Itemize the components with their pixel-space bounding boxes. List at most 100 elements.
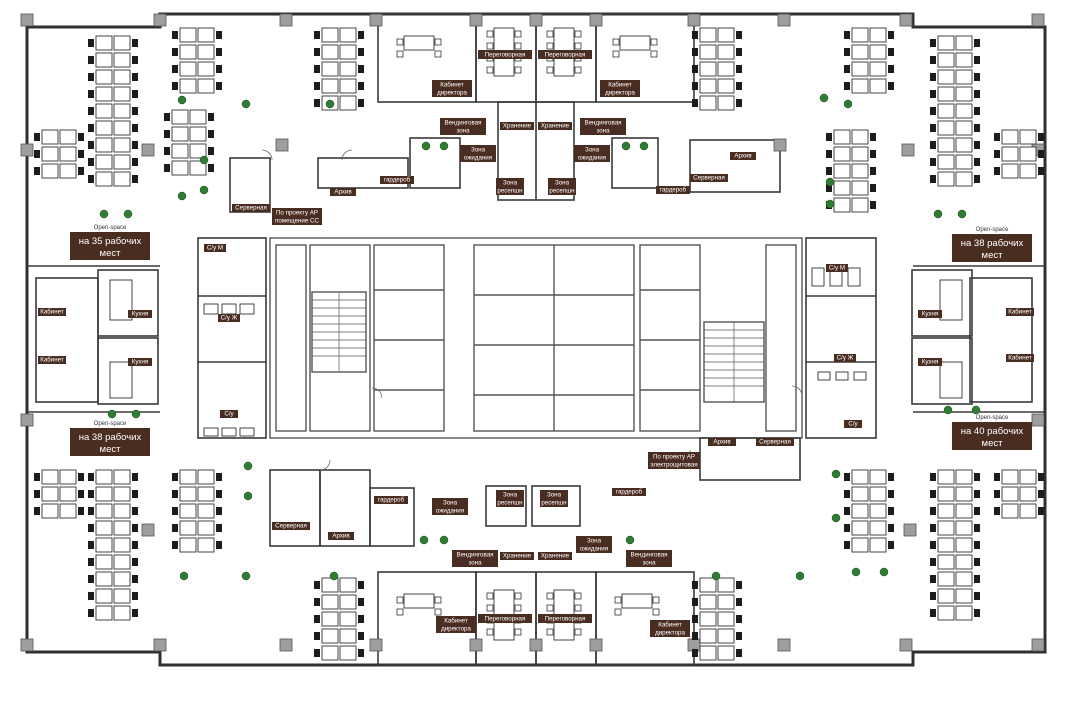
chair <box>78 167 84 175</box>
desk <box>113 571 131 587</box>
openspace-capacity-text: на 38 рабочих <box>961 238 1024 249</box>
desk <box>95 605 113 621</box>
structural-column <box>469 638 483 652</box>
desk <box>113 120 131 136</box>
room-label-text: Кабинет <box>1008 355 1032 362</box>
chair <box>396 608 404 616</box>
desk <box>179 27 197 43</box>
meeting-table <box>619 35 651 51</box>
desk <box>95 571 113 587</box>
plant-icon <box>795 571 805 581</box>
desk <box>869 486 887 502</box>
room-label-wardrobe-top-left: гардероб <box>380 176 414 184</box>
desk <box>59 503 77 519</box>
chair <box>88 56 94 64</box>
plant-icon <box>179 571 189 581</box>
chair <box>888 524 894 532</box>
plant-icon <box>971 405 981 415</box>
desk <box>937 503 955 519</box>
chair <box>994 150 1000 158</box>
structural-column <box>777 638 791 652</box>
chair <box>546 592 554 600</box>
plant-icon <box>241 99 251 109</box>
desk <box>699 44 717 60</box>
upper-rooms <box>229 13 781 213</box>
room-label-text: Серверная <box>235 205 267 212</box>
chair <box>974 39 980 47</box>
chair <box>486 604 494 612</box>
chair <box>216 524 222 532</box>
chair <box>172 524 178 532</box>
room-label-text: Вендинговая <box>444 120 481 127</box>
room-label-text: Хранение <box>503 123 532 130</box>
chair <box>974 73 980 81</box>
chair <box>78 507 84 515</box>
chair <box>974 141 980 149</box>
chair <box>930 39 936 47</box>
chair <box>692 598 698 606</box>
chair <box>994 133 1000 141</box>
chair <box>132 73 138 81</box>
chair <box>358 581 364 589</box>
openspace-title: Open-space <box>94 421 127 427</box>
room-label-storage-top-2: Хранение <box>538 122 572 130</box>
desk <box>321 61 339 77</box>
desk <box>171 160 189 176</box>
room-label-text: По проекту АР <box>653 454 695 461</box>
structural-column <box>1031 13 1045 27</box>
chair <box>844 490 850 498</box>
desk <box>1001 129 1019 145</box>
chair <box>994 507 1000 515</box>
desk <box>95 86 113 102</box>
desk <box>717 44 735 60</box>
room-label-su-zh-right: С/у Ж <box>834 354 856 362</box>
chair <box>358 632 364 640</box>
room-label-kitchen-right-1: Кухня <box>918 310 942 318</box>
side-rooms <box>35 269 1033 405</box>
structural-column <box>469 13 483 27</box>
desk <box>113 171 131 187</box>
chair <box>826 167 832 175</box>
chair <box>574 66 582 74</box>
desk <box>41 163 59 179</box>
desk <box>1019 486 1037 502</box>
chair <box>358 48 364 56</box>
plant-icon <box>325 99 335 109</box>
chair <box>314 31 320 39</box>
room-label-meeting-top-1: Переговорная <box>478 50 532 59</box>
room-label-text: ожидания <box>464 155 492 162</box>
plant-icon <box>99 209 109 219</box>
room-label-su-m-right: С/у М <box>826 264 848 272</box>
desk <box>339 577 357 593</box>
chair <box>88 90 94 98</box>
desk <box>955 120 973 136</box>
plant-icon <box>831 513 841 523</box>
desk <box>869 537 887 553</box>
chair <box>434 50 442 58</box>
chair <box>736 632 742 640</box>
chair <box>870 184 876 192</box>
chair <box>88 575 94 583</box>
desk <box>955 35 973 51</box>
chair <box>132 141 138 149</box>
chair <box>208 164 214 172</box>
desk <box>955 469 973 485</box>
room-label-text: Кухня <box>922 359 939 366</box>
chair <box>736 649 742 657</box>
desk <box>851 27 869 43</box>
plant-icon <box>123 209 133 219</box>
desk <box>937 154 955 170</box>
chair <box>486 66 494 74</box>
chair <box>314 65 320 73</box>
desk <box>113 503 131 519</box>
chair <box>692 48 698 56</box>
openspace-label-bottom-right: на 40 рабочих мест Open-space <box>952 415 1032 450</box>
chair <box>132 473 138 481</box>
room-label-wardrobe-bottom-right: гардероб <box>612 488 646 496</box>
chair <box>974 56 980 64</box>
desk <box>1001 503 1019 519</box>
chair <box>78 150 84 158</box>
